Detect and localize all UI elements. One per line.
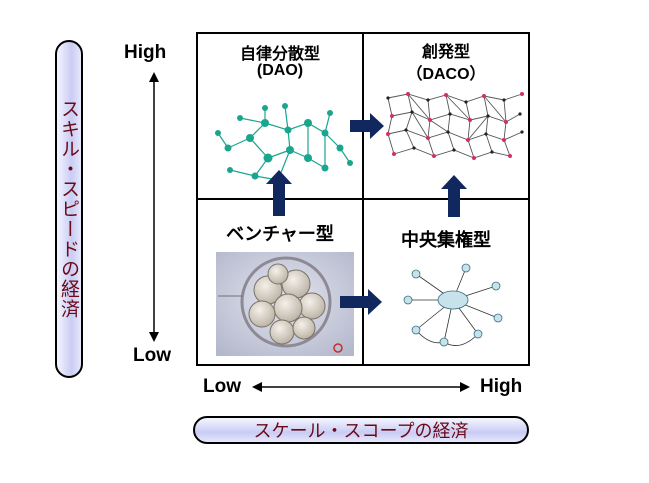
centralized-network-icon [403, 263, 503, 347]
arrow-right-top [350, 113, 384, 139]
arrow-up-right [441, 175, 467, 217]
x-axis-label: スケール・スコープの経済 [253, 421, 469, 442]
y-axis-label: スキル・スピードの経済 [58, 99, 80, 319]
quadrant-title: 創発型 [421, 44, 470, 61]
distributed-network-icon [215, 103, 353, 184]
x-axis-arrow [252, 382, 470, 392]
x-axis-low-label: Low [203, 376, 241, 397]
x-axis-label-pill: スケール・スコープの経済 [193, 416, 529, 444]
y-axis-low-label: Low [133, 345, 171, 366]
quadrant-subtitle: （DACO） [406, 66, 486, 83]
quadrant-bottom-left: ベンチャー型 [196, 198, 364, 366]
arrow-up-left [266, 170, 292, 216]
emergent-mesh-network-icon [386, 92, 524, 160]
x-axis-high-label: High [480, 376, 523, 397]
y-axis-high-label: High [124, 42, 167, 63]
quadrant-subtitle: (DAO) [256, 62, 304, 79]
quadrant-top-right: 創発型 （DACO） [362, 32, 530, 200]
arrow-right-bottom [340, 289, 382, 315]
quadrant-bottom-right: 中央集権型 [362, 198, 530, 366]
quadrant-title: 中央集権型 [401, 230, 491, 250]
y-axis-arrow [149, 72, 159, 342]
y-axis-label-pill: スキル・スピードの経済 [55, 40, 83, 378]
quadrant-title: 自律分散型 [239, 46, 320, 63]
embryo-cell-image [216, 252, 354, 356]
quadrant-title: ベンチャー型 [226, 224, 334, 244]
